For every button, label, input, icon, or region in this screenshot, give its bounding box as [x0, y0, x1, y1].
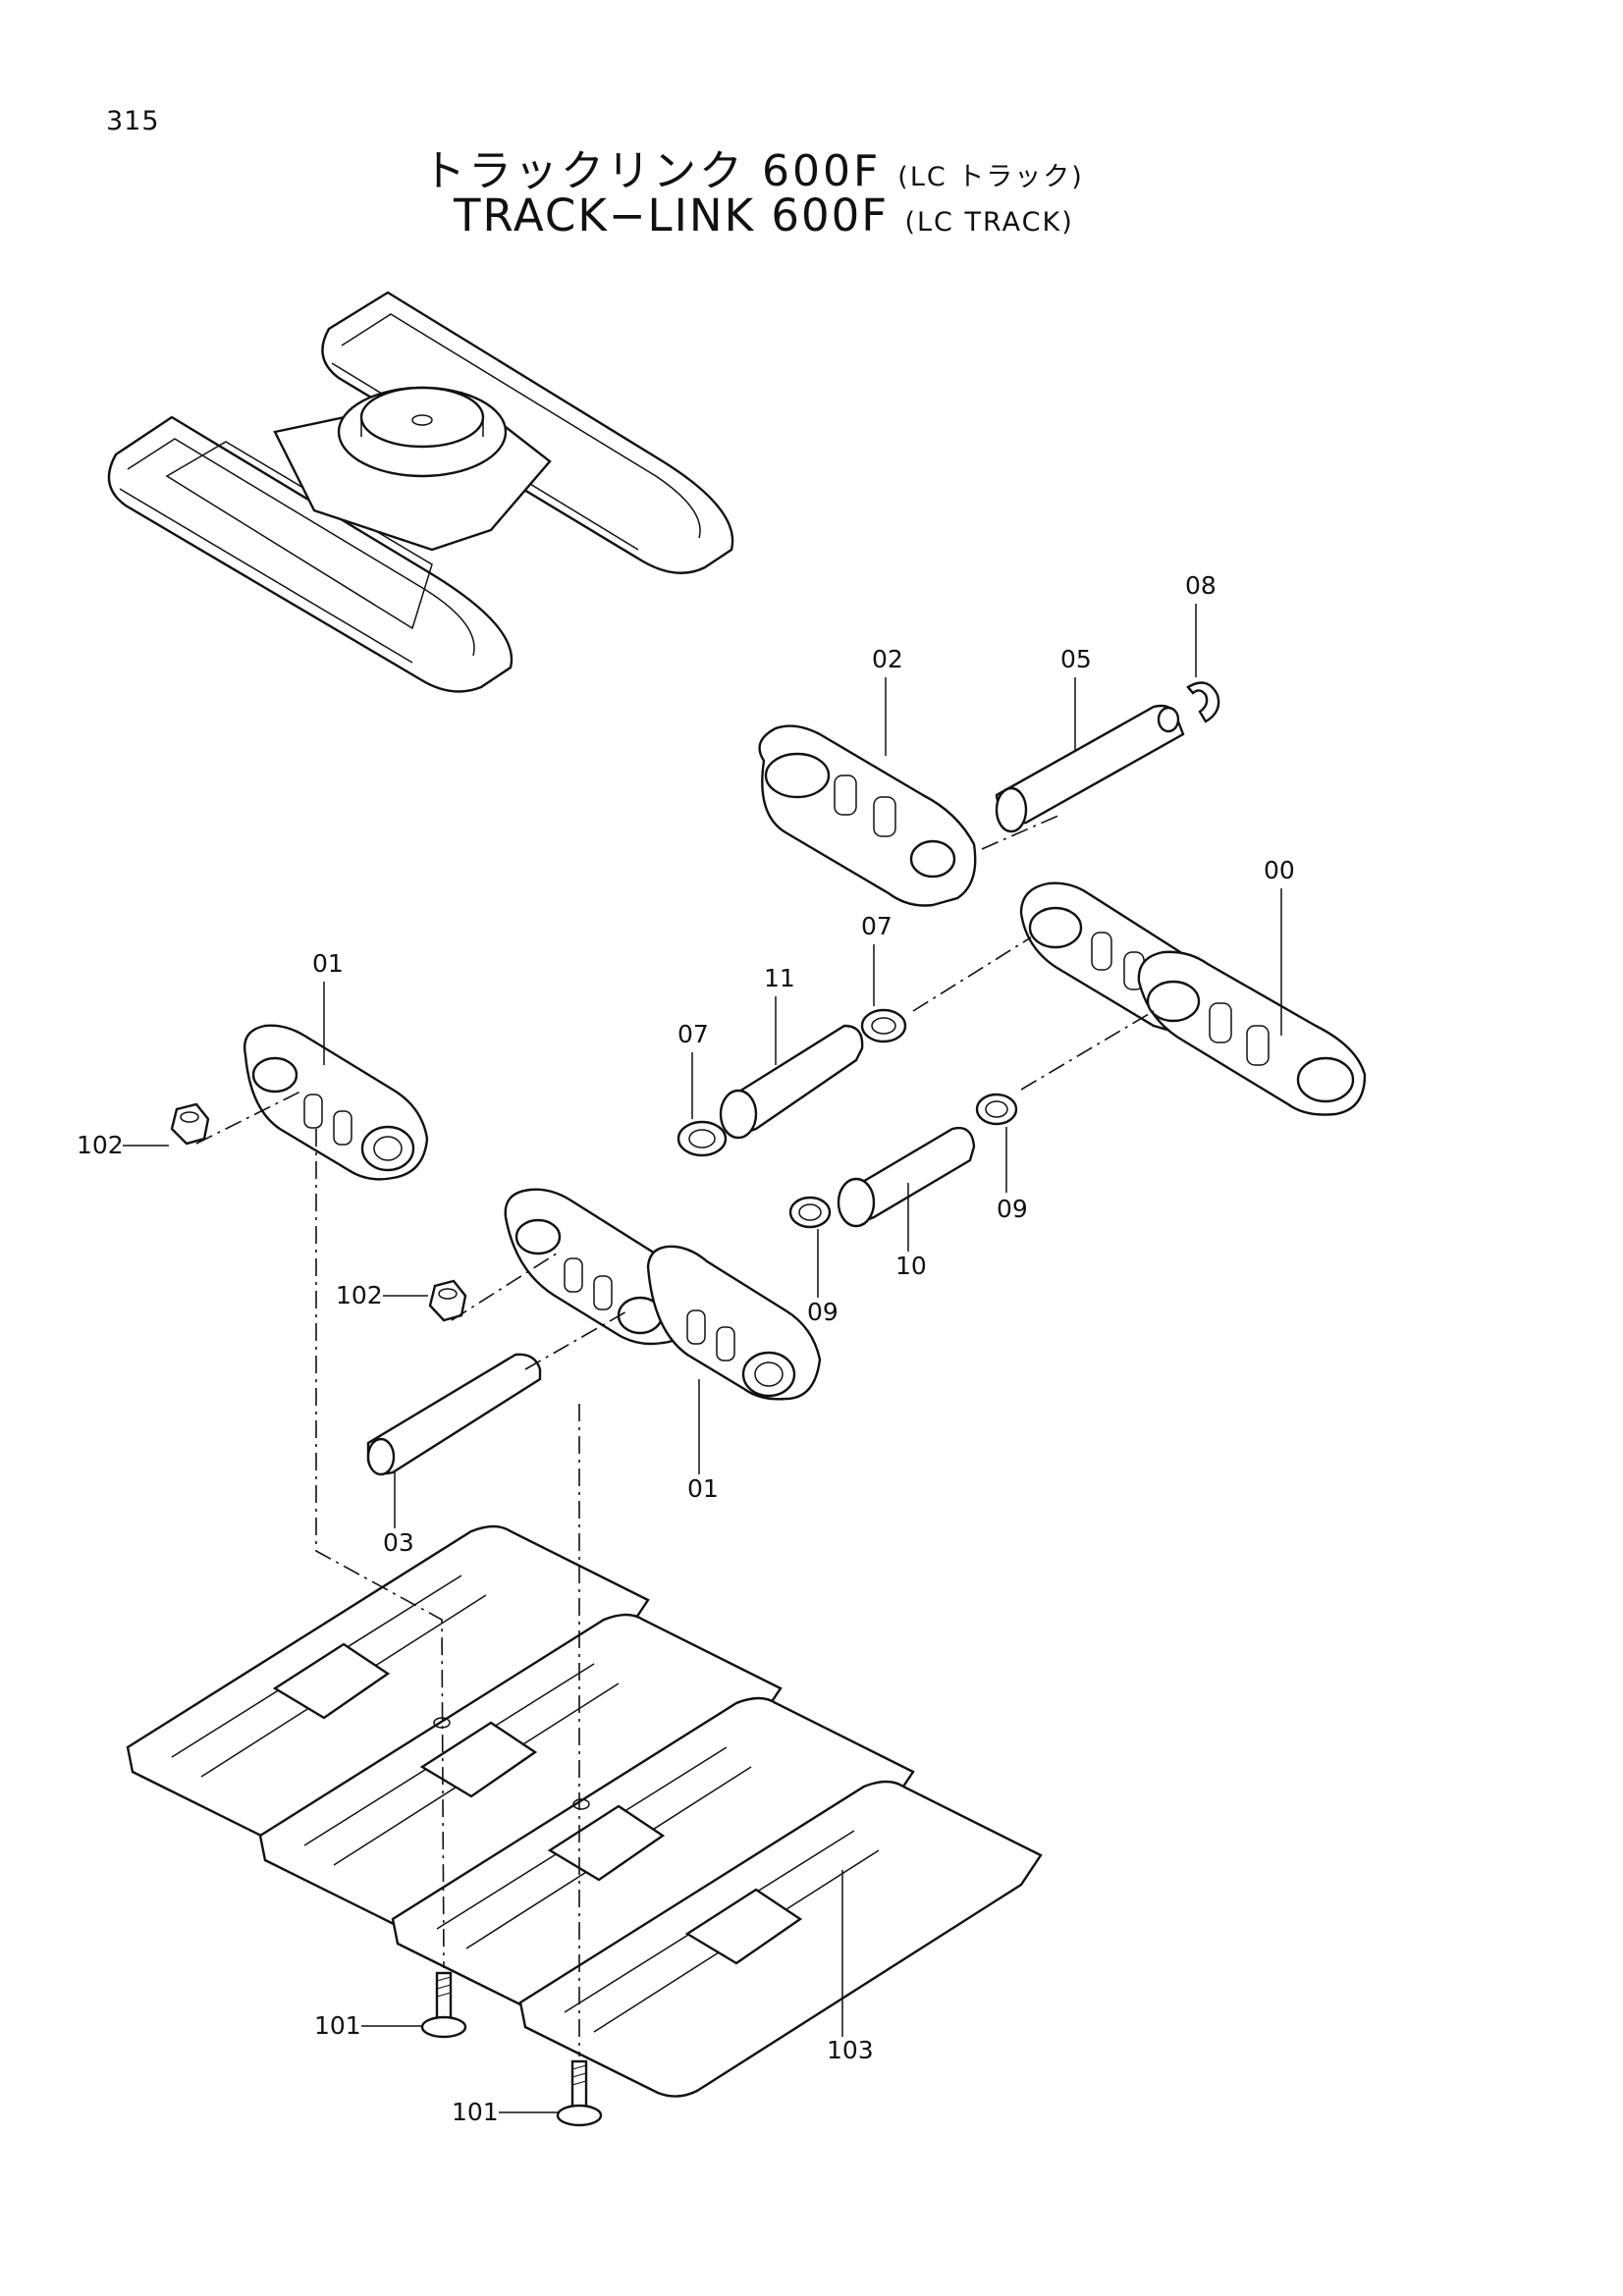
seal-07-lower [676, 1120, 728, 1157]
page-number: 315 [106, 106, 160, 136]
track-link-01-upper [243, 1024, 429, 1181]
bolt-101-lower [556, 2059, 603, 2127]
callout-01-upper: 01 [312, 949, 344, 978]
callout-10: 10 [895, 1252, 927, 1280]
callout-03: 03 [383, 1528, 414, 1557]
seal-09-left [788, 1196, 832, 1229]
callout-102-upper: 102 [77, 1131, 124, 1159]
nut-102-upper [170, 1102, 210, 1146]
callout-05: 05 [1060, 645, 1092, 673]
assembly-centerlines [195, 814, 1155, 2056]
title-japanese-main: トラックリンク 600F [422, 146, 882, 196]
circlip-08 [1186, 681, 1220, 723]
callout-101-lower: 101 [452, 2098, 499, 2126]
title-japanese: トラックリンク 600F (LC トラック) [422, 135, 1084, 198]
bushing-11 [719, 1024, 864, 1140]
title-english-main: TRACK−LINK 600F [454, 189, 890, 241]
track-link-02 [758, 724, 977, 907]
callout-07-lower: 07 [677, 1020, 709, 1048]
callout-103: 103 [827, 2036, 874, 2064]
callout-101-upper: 101 [314, 2011, 361, 2040]
track-shoe-103 [126, 1524, 1043, 2098]
title-english-sub: (LC TRACK) [904, 207, 1074, 238]
bushing-10 [837, 1126, 976, 1228]
callout-00: 00 [1264, 856, 1295, 884]
nut-102-lower [428, 1279, 467, 1322]
track-link-00 [1019, 881, 1367, 1116]
callouts: 08 02 05 00 07 01 11 07 102 09 10 102 09… [77, 571, 1295, 2126]
seal-09-right [975, 1093, 1018, 1126]
callout-09-right: 09 [997, 1195, 1028, 1223]
track-pin-05 [995, 704, 1185, 833]
callout-02: 02 [872, 645, 903, 673]
callout-01-lower: 01 [687, 1474, 719, 1503]
callout-07-upper: 07 [861, 912, 893, 940]
callout-08: 08 [1185, 571, 1217, 600]
bolt-101-upper [420, 1971, 467, 2039]
title-japanese-sub: (LC トラック) [897, 162, 1084, 192]
callout-09-left: 09 [807, 1298, 839, 1326]
undercarriage-overview [107, 291, 734, 693]
title-english: TRACK−LINK 600F (LC TRACK) [454, 189, 1074, 241]
callout-11: 11 [764, 964, 795, 992]
track-pin-03 [366, 1353, 542, 1476]
track-link-01-lower [504, 1188, 822, 1401]
callout-102-lower: 102 [336, 1281, 383, 1309]
seal-07-upper [860, 1008, 907, 1043]
